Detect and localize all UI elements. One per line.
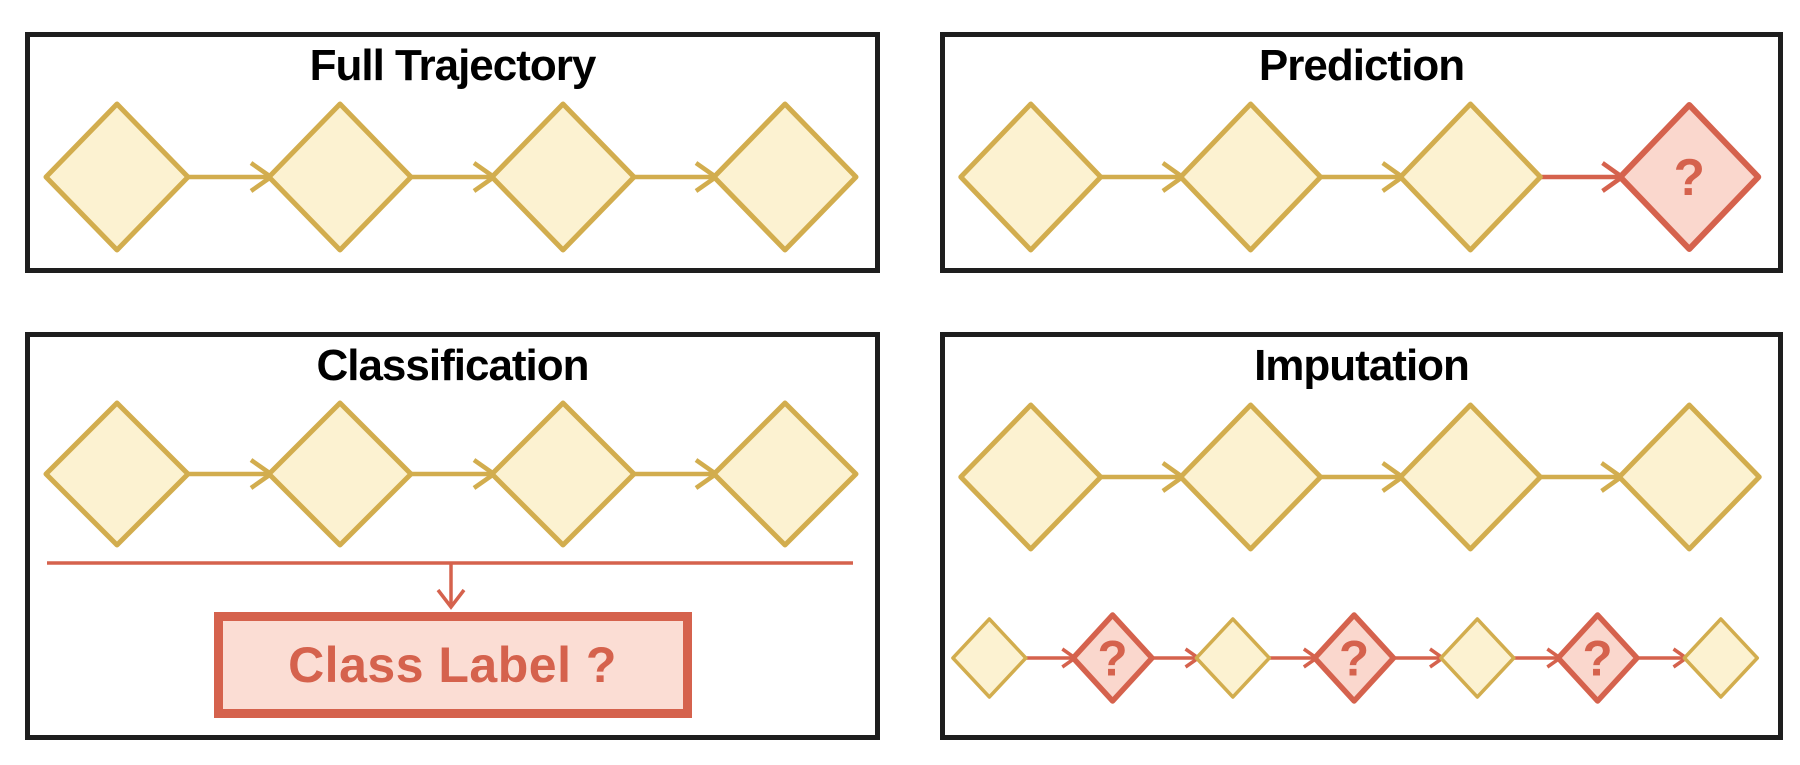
classification-diagram bbox=[43, 400, 859, 610]
state-diamond bbox=[1616, 402, 1762, 552]
state-diamond bbox=[951, 617, 1028, 699]
state-diamond bbox=[43, 400, 191, 548]
state-diamond bbox=[489, 400, 637, 548]
missing-state-diamond bbox=[1070, 612, 1155, 704]
question-mark: ? bbox=[1098, 630, 1128, 686]
state-diamond bbox=[958, 101, 1104, 253]
panel-title-prediction: Prediction bbox=[1258, 41, 1465, 90]
question-mark: ? bbox=[1339, 630, 1369, 686]
state-diamond bbox=[1397, 402, 1543, 552]
panel-title-classification: Classification bbox=[316, 341, 589, 390]
state-diamond bbox=[1682, 617, 1760, 699]
class-label-text: Class Label ? bbox=[288, 637, 617, 693]
state-diamond bbox=[43, 101, 191, 253]
question-mark: ? bbox=[1674, 148, 1705, 206]
state-diamond bbox=[266, 400, 414, 548]
state-diamond bbox=[711, 400, 859, 548]
state-diamond bbox=[1178, 402, 1324, 552]
missing-state-diamond bbox=[1555, 612, 1640, 704]
state-diamond bbox=[266, 101, 414, 253]
state-diamond bbox=[1397, 101, 1543, 253]
state-diamond bbox=[711, 101, 859, 253]
state-diamond bbox=[1439, 617, 1516, 699]
arrowhead-down-icon bbox=[436, 588, 466, 610]
prediction-diagram: ? bbox=[958, 101, 1762, 253]
state-diamond bbox=[1178, 101, 1324, 253]
class-label-box: Class Label ? bbox=[213, 612, 692, 718]
state-diamond bbox=[958, 402, 1104, 552]
missing-state-diamond bbox=[1617, 102, 1762, 252]
panel-imputation: Imputation ??? bbox=[940, 332, 1783, 740]
state-diamond bbox=[489, 101, 637, 253]
panel-classification: Classification Class Label ? bbox=[25, 332, 880, 740]
question-mark: ? bbox=[1583, 630, 1613, 686]
missing-state-diamond bbox=[1311, 612, 1397, 704]
state-diamond bbox=[1194, 617, 1272, 699]
panel-full-trajectory: Full Trajectory bbox=[25, 32, 880, 273]
panel-prediction: Prediction ? bbox=[940, 32, 1783, 273]
panel-title-full-trajectory: Full Trajectory bbox=[309, 41, 597, 90]
panel-title-imputation: Imputation bbox=[1254, 341, 1470, 390]
imputation-diagram: ??? bbox=[951, 402, 1762, 704]
full-trajectory-diagram bbox=[43, 101, 859, 253]
